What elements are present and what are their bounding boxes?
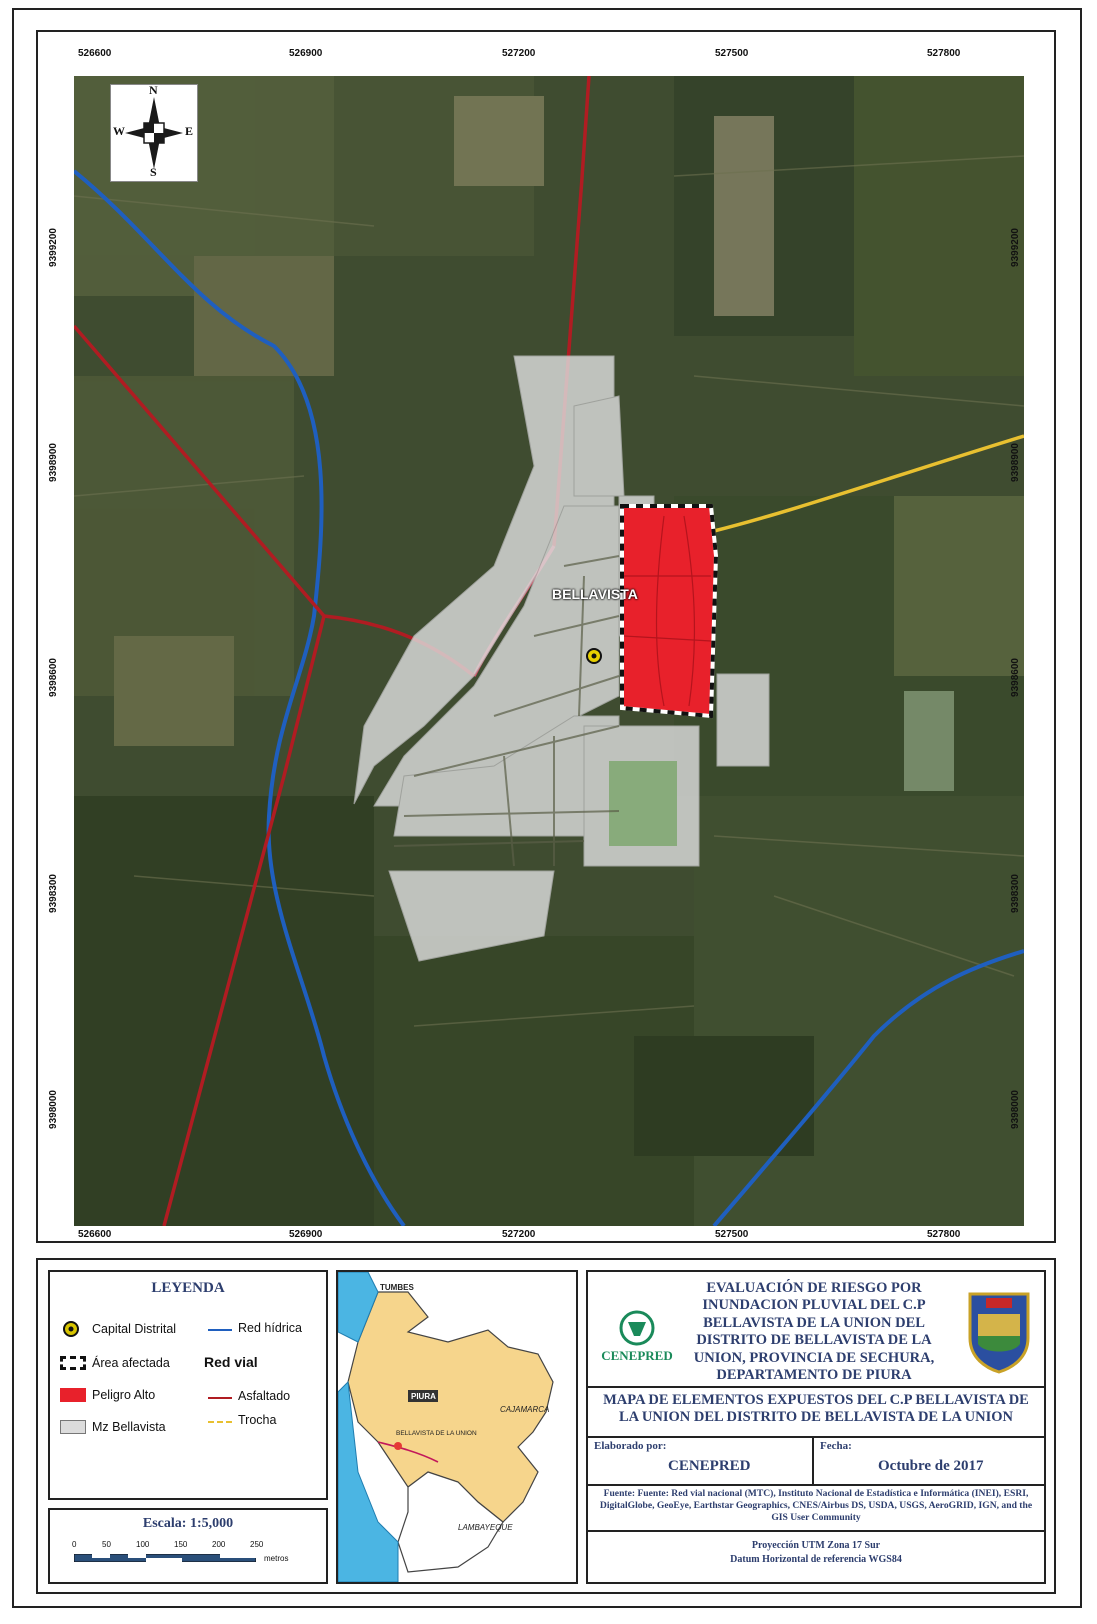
x-tick-top-4: 527500 [715,48,749,59]
scale-tick-4: 200 [212,1540,226,1549]
x-tick-top-3: 527200 [502,48,536,59]
fuente-text: Fuente: Fuente: Red vial nacional (MTC),… [599,1488,1033,1523]
x-tick-bottom-5: 527800 [927,1229,961,1240]
compass-rose-icon [125,97,183,169]
scale-tick-1: 50 [102,1540,111,1549]
area-afectada-swatch [60,1356,86,1370]
place-label-bellavista: BELLAVISTA [552,586,638,602]
scale-unit: metros [264,1554,289,1563]
west-label: W [113,124,125,138]
y-tick-left-2: 9398900 [47,443,59,482]
scale-tick-5: 250 [250,1540,264,1549]
red-hidrica-line [208,1329,232,1331]
legend-trocha: Trocha [238,1413,277,1427]
elaborado-value: CENEPRED [668,1458,751,1474]
x-tick-top-5: 527800 [927,48,961,59]
cenepred-logo-icon [619,1310,655,1346]
shield-icon [968,1292,1030,1374]
north-arrow: N S E W [110,83,198,182]
legend-box: LEYENDA Capital Distrital Área afectada … [48,1270,328,1500]
logo-text: CENEPRED [601,1348,673,1363]
legend-peligro: Peligro Alto [92,1388,156,1402]
fecha-value: Octubre de 2017 [878,1458,984,1474]
y-tick-left-3: 9398600 [47,658,59,697]
proyeccion-text: Proyección UTM Zona 17 Sur [751,1540,881,1551]
y-tick-left-1: 9399200 [47,228,59,267]
locator-label-lambayeque: LAMBAYEQUE [458,1523,513,1532]
scale-tick-2: 100 [136,1540,150,1549]
x-tick-bottom-3: 527200 [502,1229,536,1240]
divider-1 [588,1386,1044,1388]
trocha-line [208,1421,232,1423]
x-tick-bottom-2: 526900 [289,1229,323,1240]
x-tick-bottom-4: 527500 [715,1229,749,1240]
x-tick-bottom-1: 526600 [78,1229,112,1240]
satellite-map [74,76,1024,1226]
scale-title: Escala: 1:5,000 [142,1516,234,1531]
cenepred-logo: CENEPRED [598,1308,676,1372]
report-heading: EVALUACIÓN DE RIESGO POR INUNDACION PLUV… [693,1280,935,1383]
x-tick-top-2: 526900 [289,48,323,59]
y-tick-left-5: 9398000 [47,1090,59,1129]
legend-area: Área afectada [92,1356,170,1370]
scale-tick-3: 150 [174,1540,188,1549]
y-tick-right-5: 9398000 [1009,1090,1021,1129]
legend-red-vial-title: Red vial [204,1354,258,1370]
y-tick-right-1: 9399200 [1009,228,1021,267]
municipal-shield [964,1288,1034,1374]
legend-manzana: Mz Bellavista [92,1420,166,1434]
datum-text: Datum Horizontal de referencia WGS84 [730,1554,902,1565]
scale-box: Escala: 1:5,000 0 50 100 150 200 250 met… [48,1508,328,1584]
y-tick-left-4: 9398300 [47,874,59,913]
map-sheet [12,8,1082,1608]
legend-capital: Capital Distrital [92,1322,177,1336]
y-tick-right-4: 9398300 [1009,874,1021,913]
scale-bar [74,1554,256,1562]
peligro-alto-swatch [60,1388,86,1402]
divider-4 [588,1530,1044,1532]
y-tick-right-2: 9398900 [1009,443,1021,482]
map-area[interactable] [74,76,1024,1226]
locator-label-bellavista: BELLAVISTA DE LA UNION [396,1430,477,1437]
asfaltado-line [208,1397,232,1399]
scale-tick-0: 0 [72,1540,77,1549]
fecha-label: Fecha: [820,1440,852,1452]
divider-vertical [812,1436,814,1484]
locator-label-piura: PIURA [411,1392,436,1401]
locator-map: TUMBES PIURA CAJAMARCA BELLAVISTA DE LA … [337,1271,576,1583]
locator-map-box: TUMBES PIURA CAJAMARCA BELLAVISTA DE LA … [336,1270,578,1584]
x-tick-top-1: 526600 [78,48,112,59]
map-frame: BELLAVISTA N S E W 526600 526900 527200 … [36,30,1056,1243]
legend-title: LEYENDA [151,1280,225,1296]
manzana-swatch [60,1420,86,1434]
divider-3 [588,1484,1044,1486]
y-tick-right-3: 9398600 [1009,658,1021,697]
locator-label-cajamarca: CAJAMARCA [500,1405,549,1414]
map-title: MAPA DE ELEMENTOS EXPUESTOS DEL C.P BELL… [603,1392,1029,1426]
divider-2 [588,1436,1044,1438]
elaborado-label: Elaborado por: [594,1440,667,1452]
east-label: E [185,124,194,138]
capital-point-icon [63,1321,79,1337]
locator-label-tumbes: TUMBES [380,1283,414,1292]
legend-asfaltado: Asfaltado [238,1389,291,1403]
south-label: S [150,165,157,179]
legend-red-hidrica: Red hídrica [238,1321,302,1335]
title-block: CENEPRED EVALUACIÓN DE RIESGO POR INUNDA… [586,1270,1046,1584]
north-label: N [149,83,158,97]
